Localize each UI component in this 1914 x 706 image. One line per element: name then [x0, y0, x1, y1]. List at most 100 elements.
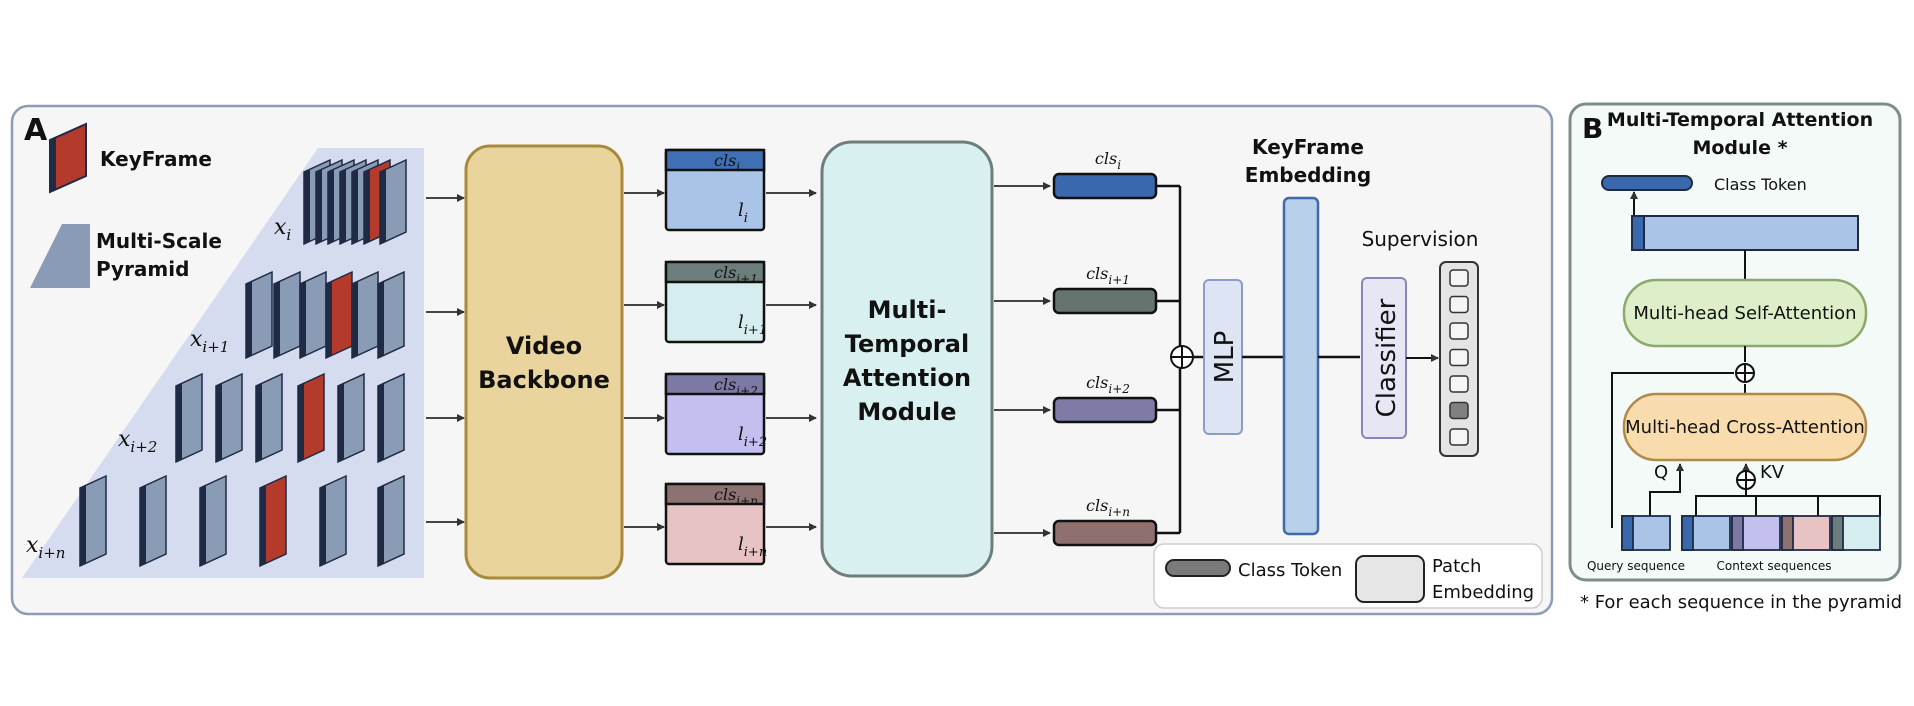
row-label-xi: xi	[274, 215, 291, 244]
supervision-cell-3	[1449, 348, 1469, 367]
frame-row-2-4	[337, 372, 365, 464]
token-cls-label-0: clsi	[714, 151, 740, 174]
token-box-1: clsi+1li+1	[664, 260, 767, 344]
mtam-label-4: Module	[857, 398, 956, 426]
keyframe-row-3	[259, 474, 287, 568]
frame-row-2-0	[175, 372, 203, 464]
supervision-label: Supervision	[1362, 227, 1479, 251]
frame-row-3-4	[319, 474, 347, 568]
mtam-label-2: Temporal	[845, 330, 969, 358]
pyramid-legend-icon	[30, 224, 90, 288]
row-label-xi1: xi+1	[190, 327, 229, 356]
classifier-label: Classifier	[1372, 298, 1402, 417]
supervision-cells	[1449, 269, 1469, 446]
supervision-cell-active	[1449, 401, 1469, 420]
frame-row-1-0	[245, 270, 273, 360]
frame-stacks	[79, 158, 407, 568]
residual-connection	[1611, 346, 1746, 528]
token-l-label-2: li+2	[738, 424, 767, 450]
kv-label: KV	[1760, 462, 1785, 483]
mlp-label: MLP	[1210, 331, 1240, 384]
residual-plus-icon	[1735, 363, 1755, 383]
arrows-to-backbone	[426, 194, 465, 526]
panel-b-letter: B	[1582, 112, 1603, 145]
mtam-block	[820, 140, 994, 578]
supervision-cell-1	[1449, 295, 1469, 314]
pyramid-legend-label-1: Multi-Scale	[96, 229, 222, 253]
self-attention-label: Multi-head Self-Attention	[1633, 303, 1856, 324]
mtam-label-1: Multi-	[868, 296, 947, 324]
keyframe-embedding-bar	[1282, 196, 1320, 536]
frame-row-3-1	[139, 474, 167, 568]
keyframe-row-1	[325, 270, 353, 360]
context-sequence-3	[1831, 515, 1881, 551]
row-label-xi2: xi+2	[118, 427, 157, 456]
frame-row-1-5	[377, 270, 405, 360]
panel-b-title-2: Module *	[1692, 137, 1787, 159]
supervision-cell-4	[1449, 375, 1469, 393]
pyramid-legend-label-2: Pyramid	[96, 257, 189, 281]
cls-output-label-0: clsi	[1095, 149, 1121, 172]
token-box-0: clsi li	[664, 148, 766, 232]
supervision-cell-2	[1449, 322, 1469, 340]
q-label: Q	[1654, 462, 1668, 483]
panel-b-class-token-label: Class Token	[1714, 175, 1807, 194]
bottom-legend-frame	[1153, 543, 1543, 609]
panel-b-output-sequence	[1631, 215, 1859, 251]
panel-b-class-token	[1601, 175, 1693, 191]
keyframe-row-2	[297, 372, 325, 464]
supervision-cell-0	[1449, 269, 1469, 287]
panel-b-output-class-slot	[1631, 215, 1645, 251]
row-label-xin: xi+n	[26, 533, 65, 562]
context-sequence-0	[1681, 515, 1731, 551]
token-box-3: clsi+nli+n	[664, 482, 767, 566]
frame-row-3-0	[79, 474, 107, 568]
keyframe-embedding-label-1: KeyFrame	[1252, 135, 1364, 159]
cross-attention-label: Multi-head Cross-Attention	[1625, 417, 1865, 438]
input-sequences	[1621, 515, 1881, 551]
patch-embedding-legend-icon	[1355, 555, 1425, 603]
video-backbone-label-2: Backbone	[478, 366, 610, 394]
keyframe-embedding-label-2: Embedding	[1245, 163, 1371, 187]
panel-b-footnote: * For each sequence in the pyramid	[1580, 592, 1902, 613]
frame-row-3-2	[199, 474, 227, 568]
keyframe-legend-icon	[49, 122, 87, 194]
query-sequence-label: Query sequence	[1587, 559, 1685, 573]
cross-attention-block	[1622, 392, 1868, 462]
class-token-legend-icon	[1165, 559, 1231, 577]
frame-row-3-5	[377, 474, 405, 568]
arrows-to-tokens	[624, 189, 665, 531]
keyframe-legend-label: KeyFrame	[100, 147, 212, 171]
key-value-connectors	[1695, 463, 1881, 516]
pyramid-background	[22, 148, 424, 578]
arrows-to-mtam	[766, 189, 817, 531]
query-sequence	[1621, 515, 1671, 551]
frame-row-2-5	[377, 372, 405, 464]
patch-embedding-legend-label-1: Patch	[1432, 556, 1481, 577]
frame-row-0-6	[379, 158, 407, 246]
context-sequence-1	[1731, 515, 1781, 551]
frame-row-1-1	[273, 270, 301, 360]
panel-a-letter: A	[24, 113, 48, 148]
token-l-label-0: li	[738, 200, 748, 226]
context-sequence-2	[1781, 515, 1831, 551]
patch-embedding-legend-label-2: Embedding	[1432, 582, 1534, 603]
token-boxes: clsi li clsi+1li+1 clsi+2li+2 clsi+nli+n	[664, 148, 767, 566]
plus-circle-icon	[1170, 345, 1194, 369]
context-sequences-label: Context sequences	[1717, 559, 1832, 573]
frame-row-1-4	[351, 270, 379, 360]
kv-plus-icon	[1736, 470, 1756, 490]
arrows-to-cls-outputs	[994, 182, 1051, 537]
token-box-2: clsi+2li+2	[664, 372, 767, 456]
frame-row-2-1	[215, 372, 243, 464]
video-backbone-label-1: Video	[506, 332, 582, 360]
query-arrow	[1649, 463, 1684, 516]
video-backbone-block	[464, 144, 624, 580]
frame-row-2-2	[255, 372, 283, 464]
class-token-legend-label: Class Token	[1238, 560, 1342, 581]
frame-row-1-2	[299, 270, 327, 360]
panel-b-title-1: Multi-Temporal Attention	[1607, 109, 1873, 131]
supervision-cell-6	[1449, 428, 1469, 446]
